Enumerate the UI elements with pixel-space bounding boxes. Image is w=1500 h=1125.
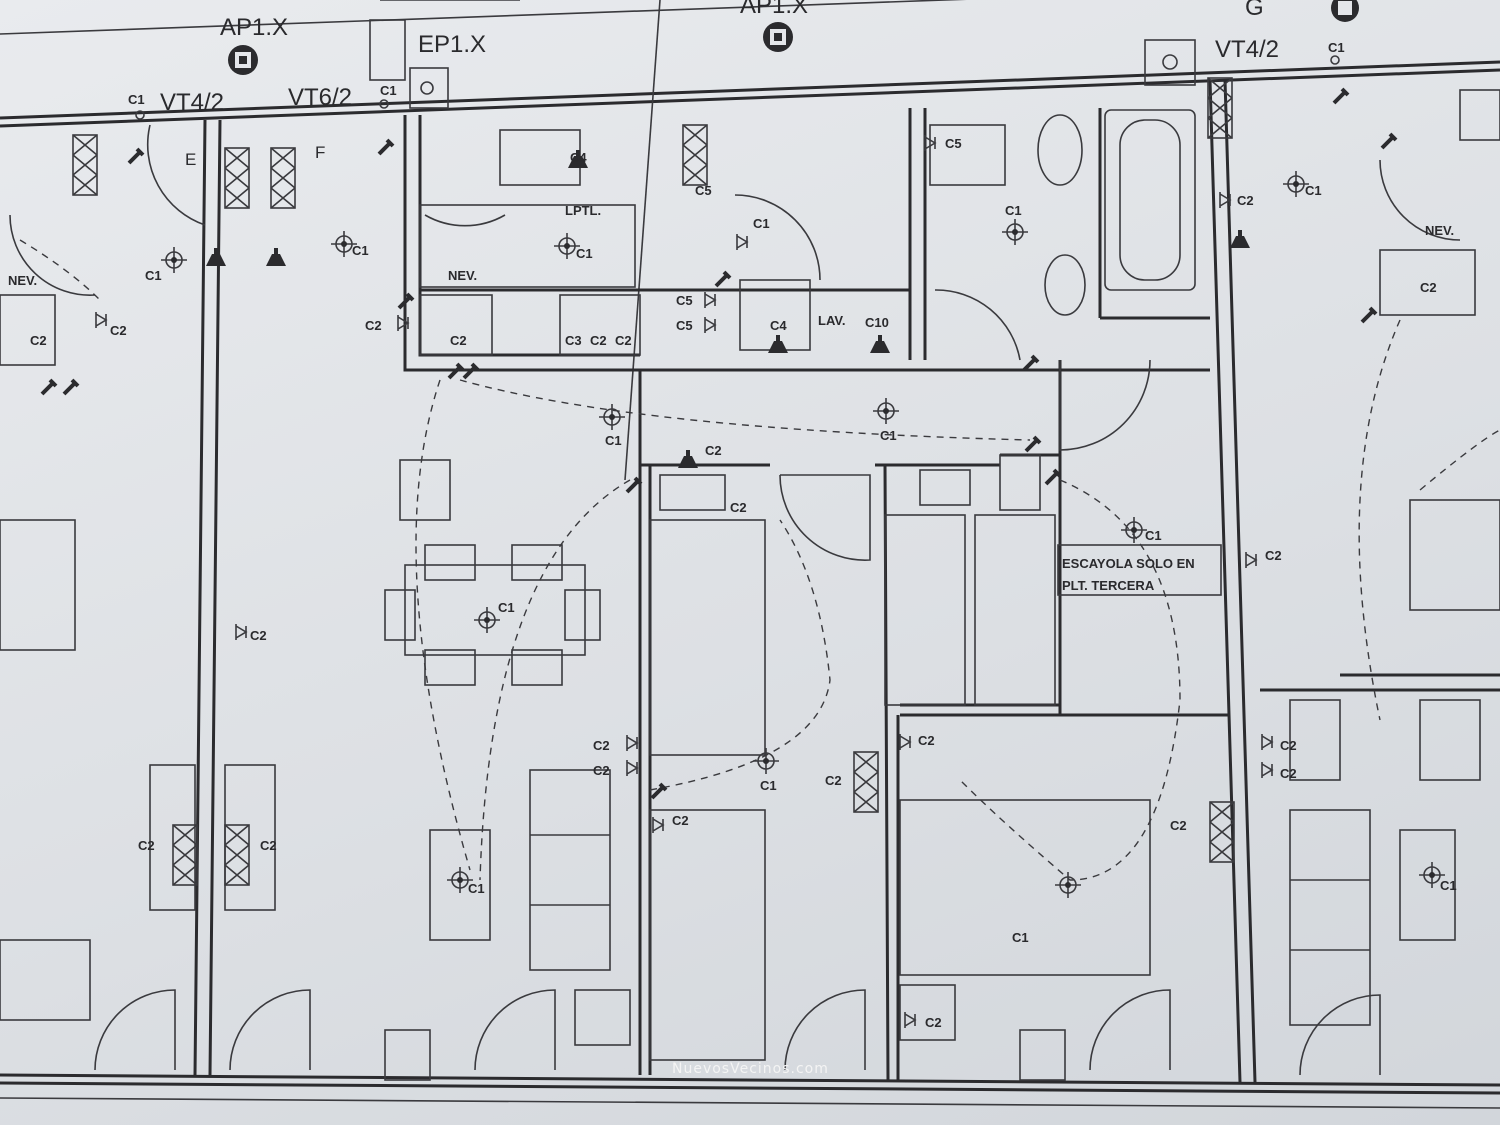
circuit-label: C2 [1280, 766, 1297, 781]
bed-upper [649, 519, 766, 756]
circuit-label: C2 [365, 318, 382, 333]
circuit-label: C2 [730, 500, 747, 515]
circuit-label: C2 [1265, 548, 1282, 563]
circuit-label: C5 [676, 293, 693, 308]
label-ep1x: EP1.X [418, 31, 486, 58]
circuit-label: C1 [1440, 878, 1457, 893]
circuit-label: C2 [260, 838, 277, 853]
circuit-label: C5 [676, 318, 693, 333]
circuit-label: C2 [138, 838, 155, 853]
circuit-label: C1 [352, 243, 369, 258]
bathtub [1104, 109, 1196, 291]
label-g: G [1245, 0, 1264, 21]
circuit-label: C1 [1145, 528, 1162, 543]
meter-box-ep [369, 19, 406, 81]
ap-outlets [135, 0, 1359, 120]
fridge [419, 294, 493, 356]
label-lav: LAV. [818, 313, 845, 328]
circuit-label: C4 [770, 318, 787, 333]
circuit-label: C1 [1012, 930, 1029, 945]
top-labels: AP1.X AP1.X EP1.X VT4/2 VT6/2 VT4/2 G [160, 0, 1279, 116]
circuit-label: C1 [753, 216, 770, 231]
bed-lower [649, 809, 766, 1061]
exterior-wall-bottom [0, 1073, 1500, 1109]
circuit-label: C2 [825, 773, 842, 788]
circuit-label: C1 [1305, 183, 1322, 198]
circuit-label: C1 [468, 881, 485, 896]
circuit-label: C2 [705, 443, 722, 458]
note-line-2: PLT. TERCERA [1062, 578, 1155, 593]
circuit-label: C2 [1170, 818, 1187, 833]
label-nev-kitchen: NEV. [448, 268, 477, 283]
circuit-label: C2 [615, 333, 632, 348]
circuit-label: C2 [1237, 193, 1254, 208]
circuit-label: C2 [918, 733, 935, 748]
exterior-wall-top [0, 0, 1500, 481]
circuit-label: C2 [593, 738, 610, 753]
circuit-label: C1 [128, 92, 145, 107]
circuit-label: C2 [672, 813, 689, 828]
circuit-label: C1 [380, 83, 397, 98]
circuit-label: C2 [110, 323, 127, 338]
furniture [0, 19, 1500, 1081]
label-vt6-2: VT6/2 [288, 84, 352, 111]
circuit-label: C1 [145, 268, 162, 283]
circuit-label: C2 [593, 763, 610, 778]
label-ap1x-center: AP1.X [740, 0, 808, 19]
watermark: NuevosVecinos.com [672, 1061, 829, 1077]
circuit-label: C2 [590, 333, 607, 348]
circuit-label: C1 [1328, 40, 1345, 55]
circuit-label: C2 [450, 333, 467, 348]
circuit-label: C3 [565, 333, 582, 348]
kitchen-sink [499, 129, 581, 186]
circuit-label: C4 [570, 150, 587, 165]
circuit-label: C5 [945, 136, 962, 151]
door-swings [9, 124, 1461, 1076]
circuit-label: C1 [498, 600, 515, 615]
room-labels: E F LPTL. NEV. NEV. NEV. LAV. ESCAYOLA S… [8, 143, 1454, 593]
circuit-label: C1 [1005, 203, 1022, 218]
label-vt4-2-left: VT4/2 [160, 89, 224, 116]
wiring-lines [19, 239, 1500, 881]
label-e: E [185, 150, 196, 169]
label-nev-right: NEV. [1425, 223, 1454, 238]
circuit-label: C2 [1280, 738, 1297, 753]
circuit-label: C2 [1420, 280, 1437, 295]
toilet [1044, 254, 1086, 316]
wardrobe [529, 769, 611, 971]
label-lptl: LPTL. [565, 203, 601, 218]
dining-table [404, 564, 586, 656]
circuit-label: C2 [250, 628, 267, 643]
circuit-label: C1 [760, 778, 777, 793]
circuit-label: C1 [605, 433, 622, 448]
circuit-label: C5 [695, 183, 712, 198]
label-vt4-2-right: VT4/2 [1215, 36, 1279, 63]
circuit-label: C1 [576, 246, 593, 261]
circuit-label: C1 [880, 428, 897, 443]
circuit-label: C10 [865, 315, 889, 330]
interior-walls [193, 79, 1500, 1083]
note-line-1: ESCAYOLA SOLO EN [1062, 556, 1195, 571]
label-ap1x-left: AP1.X [220, 14, 288, 41]
circuit-label: C2 [30, 333, 47, 348]
circuit-labels: C1 C1 C1 C1 C1 C1 C1 C1 C1 C1 C1 C1 C1 C… [30, 40, 1457, 1030]
double-bed [899, 799, 1151, 976]
bidet [1037, 114, 1083, 186]
circuit-label: C2 [925, 1015, 942, 1030]
washbasin [929, 124, 1006, 186]
label-nev-left: NEV. [8, 273, 37, 288]
label-f: F [315, 143, 325, 162]
note-box [1057, 544, 1222, 596]
